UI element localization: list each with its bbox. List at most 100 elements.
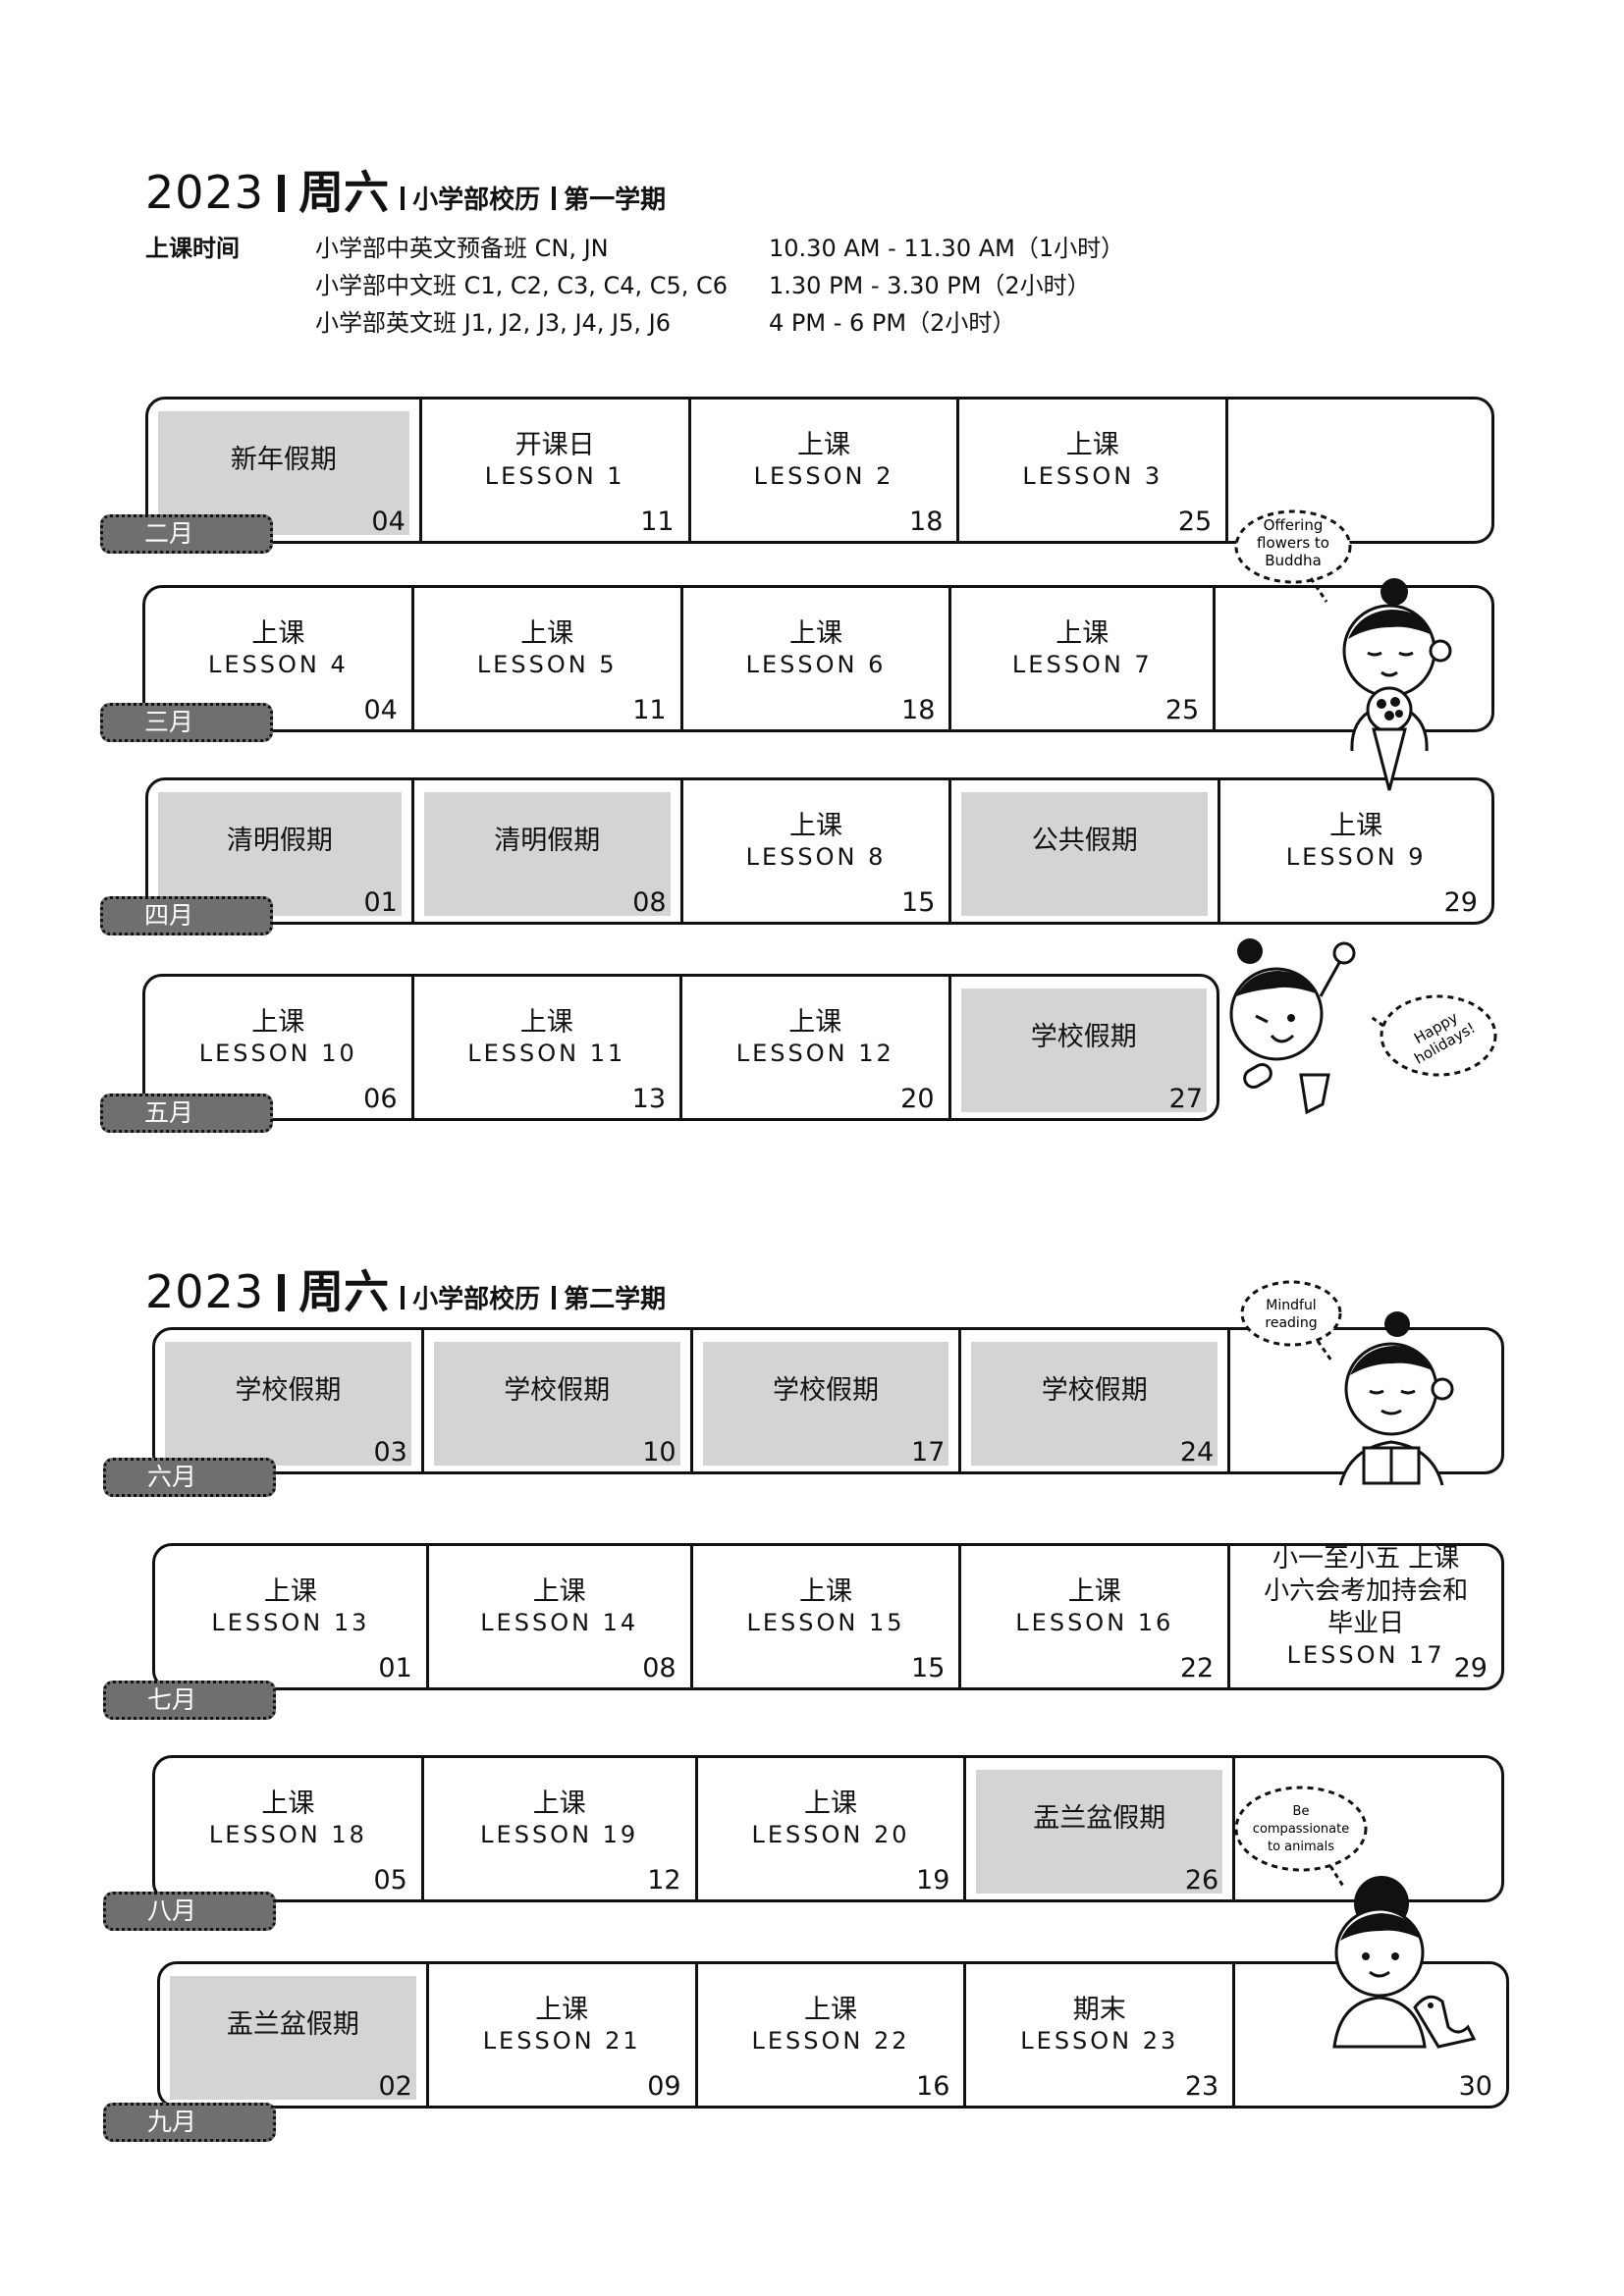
lesson-number: LESSON 15 bbox=[746, 1608, 905, 1636]
cell-title: 上课 bbox=[251, 1006, 305, 1038]
weekday: 周六 bbox=[298, 1265, 390, 1318]
cell-title: 上课 bbox=[251, 617, 305, 649]
cell-date: 25 bbox=[1177, 507, 1213, 537]
divider bbox=[278, 1274, 286, 1311]
cell-date: 23 bbox=[1184, 2071, 1219, 2102]
divider bbox=[278, 175, 286, 212]
weekday: 周六 bbox=[298, 166, 390, 219]
divider bbox=[552, 1286, 557, 1309]
child-with-dog-icon bbox=[1332, 1876, 1477, 2049]
divider bbox=[401, 1286, 406, 1309]
cell-title: 上课 bbox=[788, 617, 842, 649]
cell-label bbox=[1235, 1758, 1501, 1878]
year: 2023 bbox=[145, 166, 265, 219]
holiday-shade bbox=[165, 1342, 411, 1466]
lesson-number: LESSON 20 bbox=[751, 1820, 910, 1848]
cell-date: 15 bbox=[911, 1653, 946, 1683]
bubble-text: flowers to bbox=[1257, 534, 1329, 552]
cell-title: 上课 bbox=[803, 1994, 857, 2025]
month-tab: 九月 bbox=[103, 2103, 276, 2142]
holiday-shade bbox=[976, 1770, 1223, 1894]
cell-date: 25 bbox=[1164, 695, 1200, 725]
class-time-row: 上课时间 小学部中英文预备班 CN, JN 10.30 AM - 11.30 A… bbox=[145, 230, 1181, 267]
cell-title: 学校假期 bbox=[504, 1374, 611, 1406]
lesson-cell: 30 bbox=[1235, 1964, 1506, 2106]
lesson-number: LESSON 4 bbox=[208, 650, 349, 678]
month-tab: 六月 bbox=[103, 1458, 276, 1497]
cell-title: 上课 bbox=[1067, 1575, 1121, 1607]
lesson-number: LESSON 11 bbox=[467, 1039, 626, 1067]
cell-title: 盂兰盆假期 bbox=[1033, 1802, 1166, 1834]
month-tab: 五月 bbox=[100, 1094, 273, 1133]
lesson-number: LESSON 18 bbox=[208, 1820, 367, 1848]
class-time-row: 小学部中文班 C1, C2, C3, C4, C5, C6 1.30 PM - … bbox=[145, 267, 1181, 304]
cell-date: 30 bbox=[1458, 2071, 1492, 2102]
lesson-number: LESSON 13 bbox=[211, 1608, 370, 1636]
cell-title: 上课 bbox=[261, 1788, 315, 1819]
cell-label bbox=[1230, 1330, 1501, 1450]
holiday-shade bbox=[433, 1342, 680, 1466]
cell-label: 盂兰盆假期 bbox=[160, 1964, 426, 2084]
holiday-cell: 公共假期 bbox=[951, 780, 1221, 922]
bubble-text: Be bbox=[1293, 1804, 1310, 1819]
semester-1-title: 2023 周六 小学部校历 第一学期 bbox=[145, 157, 666, 222]
lesson-number: LESSON 23 bbox=[1020, 2026, 1179, 2055]
lesson-number: LESSON 1 bbox=[484, 461, 625, 490]
cell-label bbox=[1235, 1964, 1506, 2084]
cell-date: 11 bbox=[640, 507, 675, 537]
cell-date: 13 bbox=[631, 1084, 666, 1114]
cell-title: 上课 bbox=[263, 1575, 317, 1607]
lesson-number: LESSON 6 bbox=[745, 650, 887, 678]
cell-date: 04 bbox=[371, 507, 406, 537]
cell-title: 上课 bbox=[520, 617, 574, 649]
lesson-number: LESSON 17 bbox=[1286, 1640, 1445, 1669]
cell-label: 盂兰盆假期 bbox=[966, 1758, 1232, 1878]
holiday-shade bbox=[702, 1342, 949, 1466]
cell-label: 学校假期 bbox=[951, 977, 1218, 1096]
cell-label: 公共假期 bbox=[951, 780, 1218, 900]
cell-label: 学校假期 bbox=[155, 1330, 421, 1450]
cell-date: 27 bbox=[1168, 1084, 1203, 1114]
cell-title: 清明假期 bbox=[494, 825, 601, 856]
department: 小学部校历 bbox=[412, 1285, 541, 1314]
cell-date: 29 bbox=[1453, 1653, 1488, 1683]
cell-date: 29 bbox=[1443, 887, 1478, 918]
cell-title: 期末 bbox=[1072, 1994, 1126, 2025]
cell-date: 03 bbox=[373, 1437, 407, 1468]
cell-date: 06 bbox=[363, 1084, 398, 1114]
class-time: 10.30 AM - 11.30 AM（1小时） bbox=[769, 235, 1125, 262]
lesson-number: LESSON 3 bbox=[1022, 461, 1164, 490]
lesson-number: LESSON 12 bbox=[735, 1039, 894, 1067]
cell-label bbox=[1216, 588, 1491, 708]
